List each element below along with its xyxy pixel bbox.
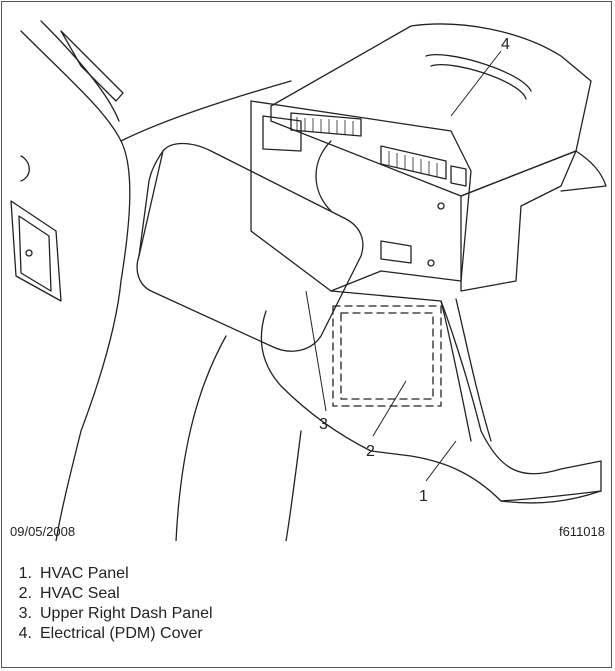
pdm-vent-slot [425, 54, 532, 92]
legend-label: HVAC Seal [40, 585, 120, 602]
right-vent [450, 165, 467, 187]
left-dash-contour-inner [40, 20, 120, 122]
dash-opening [315, 140, 332, 212]
legend-list: 1. HVAC Panel 2. HVAC Seal 3. Upper Right D… [10, 564, 213, 644]
upper-dash-panel [136, 142, 364, 352]
callout-number-1: 1 [419, 488, 428, 505]
legend-label: Upper Right Dash Panel [40, 605, 213, 622]
hvac-panel-ridge [440, 300, 472, 442]
lower-console-edge [285, 430, 302, 541]
leader-3 [305, 290, 327, 412]
left-dash-top [60, 30, 124, 102]
legend-label: Electrical (PDM) Cover [40, 625, 203, 642]
legend-item: 2. HVAC Seal [10, 584, 213, 604]
left-knob [20, 155, 30, 182]
figure-meta: 09/05/2008 f611018 [10, 524, 605, 544]
left-vent-box-inner [18, 215, 52, 292]
legend-number: 3. [18, 605, 32, 622]
callout-number-4: 4 [501, 36, 510, 53]
hvac-seal-outline [332, 305, 442, 407]
hvac-panel-base [500, 490, 602, 504]
hvac-panel-outline [330, 290, 602, 502]
legend-item: 1. HVAC Panel [10, 564, 213, 584]
left-dash-edge [120, 80, 292, 142]
pdm-vent-slot-2 [430, 64, 527, 100]
dash-frame [250, 100, 472, 292]
figure-date: 09/05/2008 [10, 524, 76, 539]
legend-number: 4. [18, 625, 32, 642]
legend-number: 2. [18, 585, 32, 602]
pdm-cover-side [560, 150, 607, 192]
pdm-cover-top [270, 23, 592, 197]
center-vent [380, 145, 447, 180]
left-dash-contour [20, 30, 131, 541]
legend-item: 3. Upper Right Dash Panel [10, 604, 213, 624]
upper-dash-panel-thickness [138, 150, 164, 257]
callout-number-3: 3 [319, 416, 328, 433]
dash-frame-inner [262, 115, 302, 152]
legend-number: 1. [18, 565, 32, 582]
leader-1 [425, 440, 457, 482]
dash-bracket [380, 240, 412, 264]
callout-number-2: 2 [366, 443, 375, 460]
left-vent [290, 112, 362, 137]
legend-label: HVAC Panel [40, 565, 129, 582]
dash-panel-illustration: 4 3 2 1 [10, 20, 607, 541]
pdm-cover-front [460, 150, 577, 292]
hvac-seal-inner [340, 312, 434, 400]
lower-console-left [260, 310, 372, 452]
leader-2 [372, 380, 407, 437]
hvac-panel-ridge-2 [455, 298, 492, 442]
figure-id: f611018 [558, 524, 605, 539]
lower-console-curve [175, 335, 227, 541]
leader-4 [450, 50, 502, 117]
legend-item: 4. Electrical (PDM) Cover [10, 624, 213, 644]
left-vent-box [10, 200, 62, 302]
